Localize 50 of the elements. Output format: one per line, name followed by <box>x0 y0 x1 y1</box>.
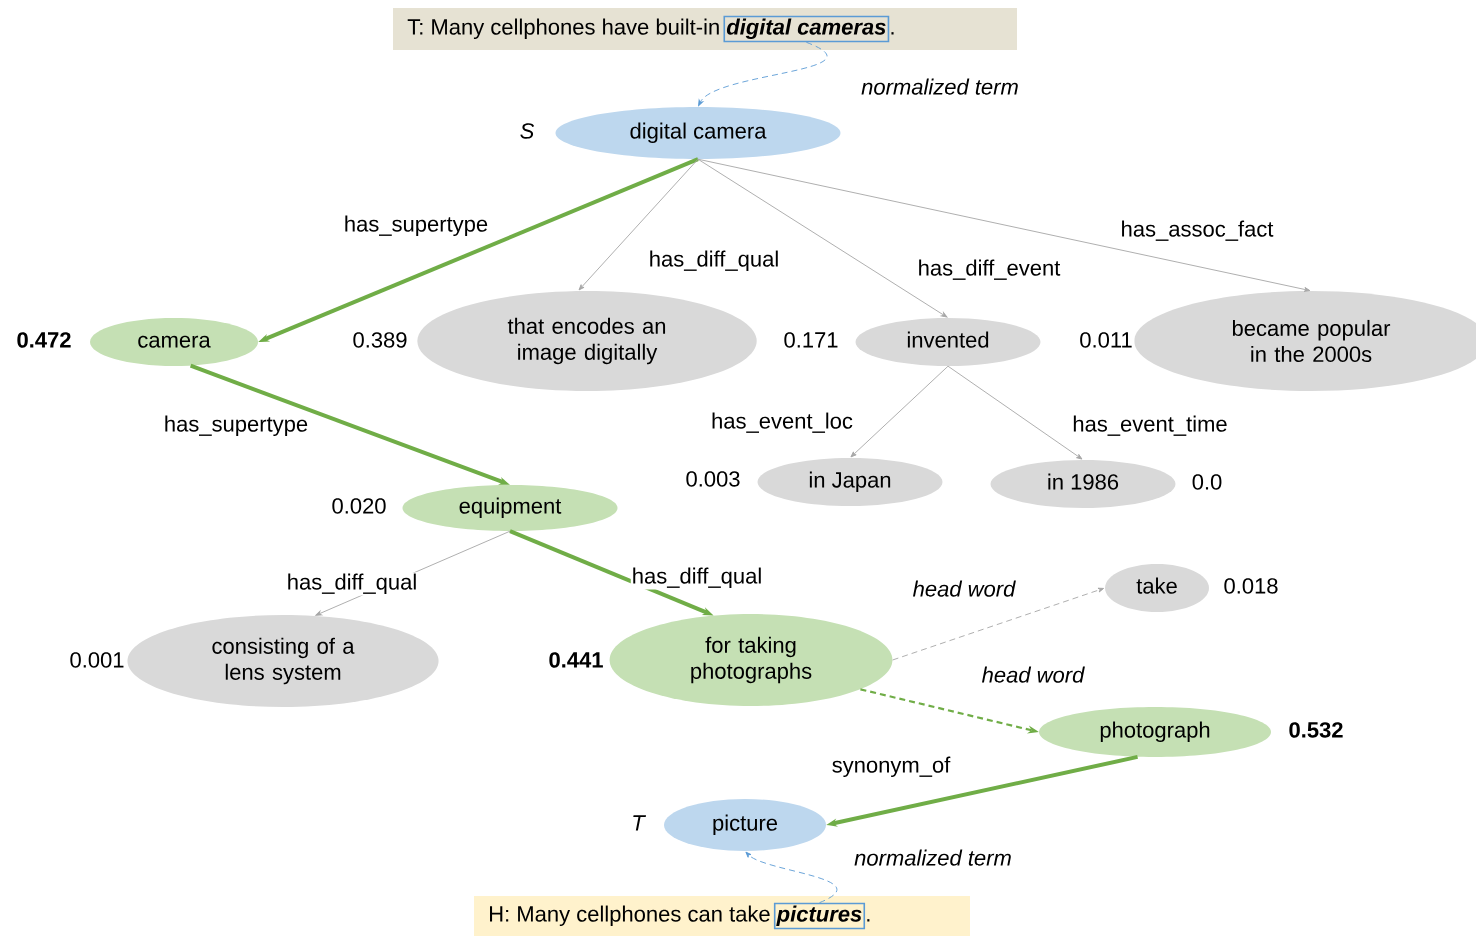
edge-label: has_diff_qual <box>285 572 419 596</box>
ellipse-node: invented <box>855 318 1041 366</box>
score-label: 0.441 <box>549 652 603 668</box>
score-label: 0.018 <box>1224 578 1278 594</box>
score-label: 0.011 <box>1080 332 1132 348</box>
arrow <box>850 365 949 458</box>
score-label: 0.001 <box>70 652 124 668</box>
ellipse-node: digital camera <box>555 107 841 159</box>
arrow <box>697 158 1311 292</box>
sentence-band: H: Many cellphones can take pictures . <box>474 896 970 936</box>
edge-label: has_diff_event <box>916 258 1062 282</box>
edge-label: has_assoc_fact <box>1119 219 1275 243</box>
edge-label: has_supertype <box>162 414 310 438</box>
edge-label: normalized term <box>860 77 1020 101</box>
score-label: 0.0 <box>1192 474 1222 490</box>
ellipse-node: consisting of a lens system <box>127 615 439 707</box>
ellipse-node: picture <box>664 799 826 851</box>
score-label: 0.472 <box>17 332 71 348</box>
ellipse-node: camera <box>90 318 258 366</box>
sentence-band: T: Many cellphones have built-in digital cameras . <box>393 8 1017 50</box>
edge-label: head word <box>911 579 1017 603</box>
ellipse-node: in Japan <box>757 458 943 506</box>
arrow <box>892 587 1105 661</box>
ellipse-node: take <box>1105 564 1209 612</box>
ellipse-node: that encodes an image digitally <box>417 291 757 391</box>
score-label: S <box>520 123 535 139</box>
edge-label: has_diff_qual <box>630 566 764 590</box>
score-label: 0.003 <box>686 471 740 487</box>
score-label: 0.532 <box>1289 722 1343 738</box>
edge-label: has_diff_qual <box>647 249 781 273</box>
edge-label: has_event_loc <box>710 411 854 435</box>
edge-label: normalized term <box>853 848 1013 872</box>
score-label: T <box>633 815 647 831</box>
arrow <box>578 158 699 291</box>
score-label: 0.171 <box>784 332 838 348</box>
score-label: 0.389 <box>353 332 407 348</box>
ellipse-node: for taking photographs <box>609 614 893 706</box>
arrow <box>697 158 948 318</box>
arrow <box>745 851 837 904</box>
ellipse-node: photograph <box>1039 707 1271 757</box>
ellipse-node: in 1986 <box>990 460 1176 508</box>
score-label: 0.020 <box>332 498 386 514</box>
highlighted-term: pictures <box>773 902 866 930</box>
edge-label: has_supertype <box>342 214 490 238</box>
arrow <box>947 365 1083 460</box>
edge-label: head word <box>980 665 1086 689</box>
edge-label: has_event_time <box>1071 414 1229 438</box>
ellipse-node: equipment <box>402 485 618 531</box>
edge-label: synonym_of <box>830 755 952 779</box>
highlighted-term: digital cameras <box>723 15 890 43</box>
